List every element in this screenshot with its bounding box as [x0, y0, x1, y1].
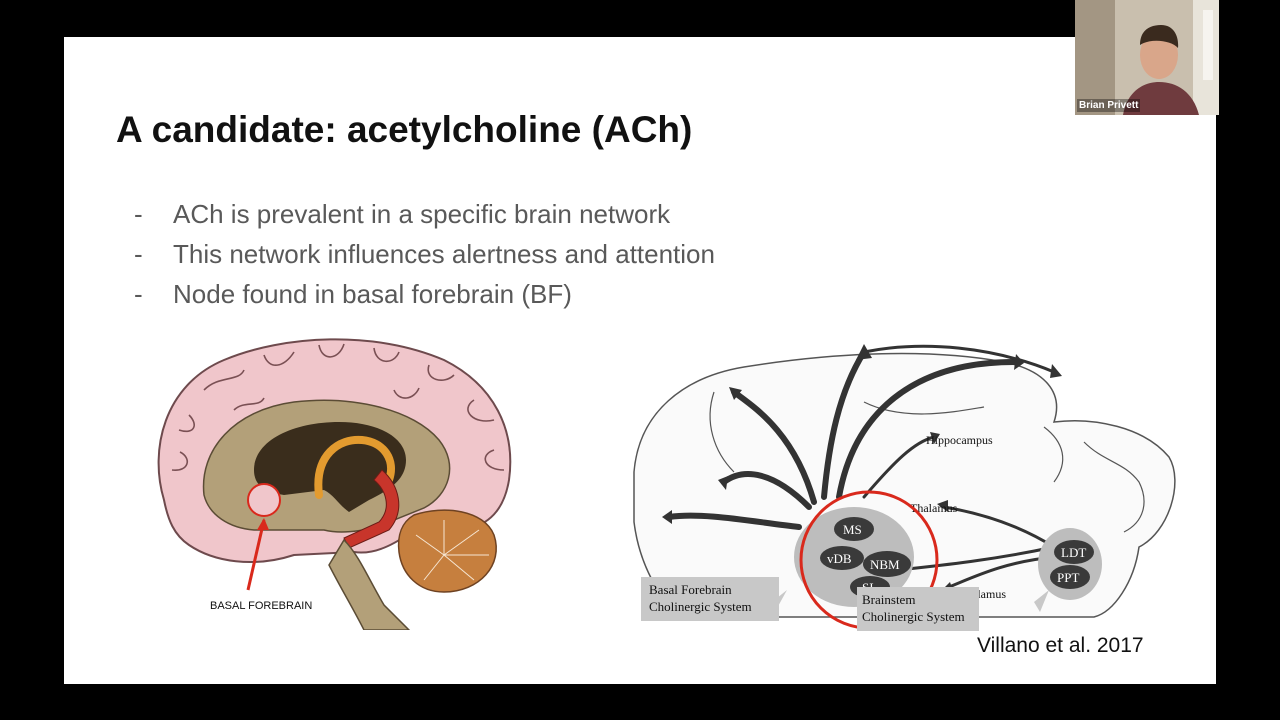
cerebellum-arbor [415, 520, 489, 581]
citation: Villano et al. 2017 [977, 634, 1144, 657]
bullet-marker: - [134, 239, 143, 269]
basal-forebrain-circle [247, 483, 281, 517]
svg-text:Cholinergic System: Cholinergic System [649, 599, 752, 614]
brainstem-region [1038, 528, 1102, 600]
bullet-item: -ACh is prevalent in a specific brain ne… [134, 194, 715, 234]
svg-text:LDT: LDT [1061, 545, 1086, 560]
basal-forebrain-pointer [246, 519, 266, 591]
ppt-nucleus [1050, 565, 1090, 589]
slide-title: A candidate: acetylcholine (ACh) [116, 109, 693, 150]
ms-nucleus [834, 517, 874, 541]
participant-video-tile[interactable]: Brian Privett [1075, 0, 1219, 115]
participant-video [1075, 0, 1219, 115]
bullet-text: ACh is prevalent in a specific brain net… [173, 199, 671, 229]
thalamus-label: Thalamus [910, 501, 958, 515]
basal-forebrain-label: BASAL FOREBRAIN [210, 600, 312, 612]
svg-text:Basal Forebrain: Basal Forebrain [649, 582, 732, 597]
bullet-text: This network influences alertness and at… [173, 239, 715, 269]
svg-text:PPT: PPT [1057, 570, 1079, 585]
svg-text:NBM: NBM [870, 557, 900, 572]
ldt-nucleus [1054, 540, 1094, 564]
hippocampus-label: Hippocampus [926, 433, 993, 447]
brainstem-box [857, 587, 979, 631]
participant-name: Brian Privett [1077, 99, 1141, 112]
bullet-item: -This network influences alertness and a… [134, 234, 715, 274]
bullet-text: Node found in basal forebrain (BF) [173, 279, 572, 309]
bullet-marker: - [134, 199, 143, 229]
cholinergic-network-diagram: Hippocampus Thalamus Hypothalamus MS vDB… [633, 344, 1176, 631]
nbm-nucleus [863, 551, 911, 577]
projection-arrows [666, 349, 1017, 530]
svg-text:Brainstem: Brainstem [862, 592, 915, 607]
brainstem [328, 538, 411, 630]
gyri-lines [171, 343, 505, 471]
presentation-slide: A candidate: acetylcholine (ACh) -ACh is… [64, 37, 1216, 684]
bullet-marker: - [134, 279, 143, 309]
bullet-list: -ACh is prevalent in a specific brain ne… [134, 194, 715, 314]
brain-illustration: BASAL FOREBRAIN [157, 338, 512, 630]
vdb-nucleus [820, 546, 864, 570]
corpus-callosum [314, 435, 395, 499]
basal-forebrain-box [641, 577, 779, 621]
svg-text:MS: MS [843, 522, 862, 537]
bullet-item: -Node found in basal forebrain (BF) [134, 274, 715, 314]
svg-text:Cholinergic System: Cholinergic System [862, 609, 965, 624]
cerebellum [397, 509, 497, 593]
svg-text:vDB: vDB [827, 551, 852, 566]
arrow-heads [662, 344, 1062, 594]
